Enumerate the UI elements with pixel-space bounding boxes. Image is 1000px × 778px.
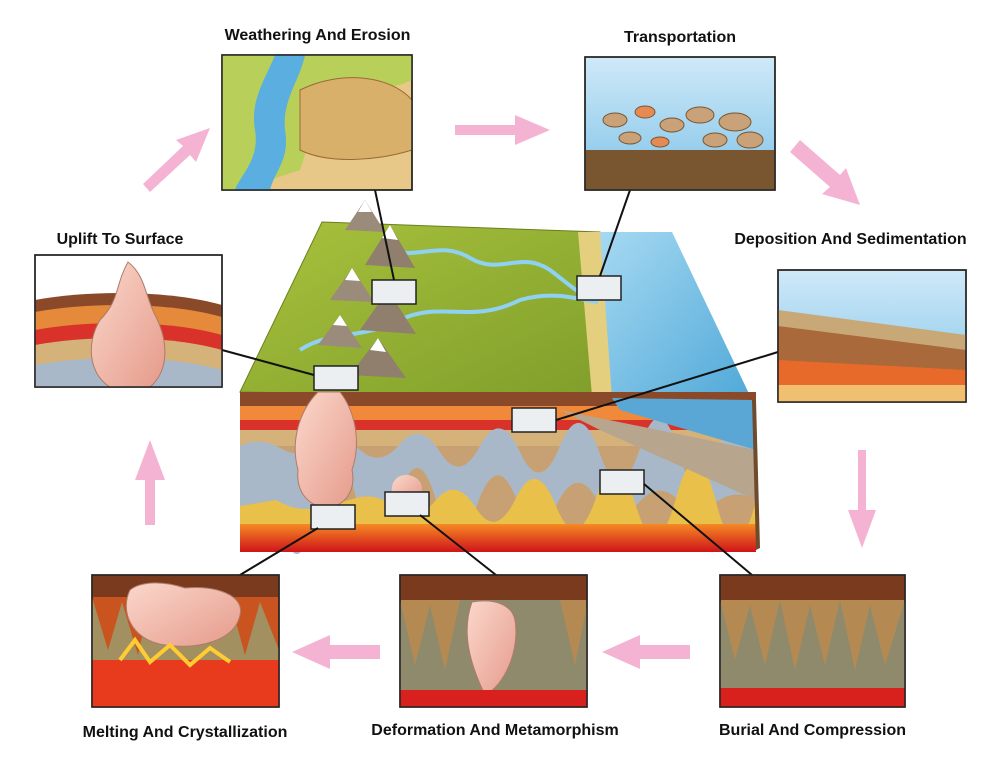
yellow-wavy-layer	[240, 461, 756, 541]
arrow-burial-to-deformation	[602, 635, 690, 669]
arrow-transport-to-deposition	[790, 140, 860, 205]
label-weathering: Weathering And Erosion	[224, 27, 411, 44]
sediment-wedge	[560, 410, 756, 500]
block-side	[752, 400, 760, 550]
cycle-arrows	[135, 115, 876, 669]
land-surface	[239, 221, 613, 399]
panel-uplift	[34, 254, 223, 388]
mountains	[318, 200, 416, 378]
label-burial: Burial And Compression	[719, 722, 906, 739]
panel-deposition	[777, 269, 967, 403]
marker-transportation	[576, 275, 622, 301]
panel-transportation	[584, 56, 776, 191]
label-deformation: Deformation And Metamorphism	[371, 722, 619, 739]
connector-melting	[239, 527, 319, 576]
arrow-deformation-to-melting	[292, 635, 380, 669]
panel-melting	[91, 574, 280, 708]
marker-melting	[310, 504, 356, 530]
connector-uplift	[221, 349, 315, 376]
connector-deposition	[555, 351, 779, 421]
marker-deposition	[511, 407, 557, 433]
marker-weathering	[371, 279, 417, 305]
connector-lines	[221, 189, 779, 576]
central-block-diagram	[239, 200, 760, 555]
marker-burial	[599, 469, 645, 495]
arrow-melting-to-uplift	[135, 440, 165, 525]
marker-boxes	[310, 275, 645, 530]
sea-surface	[600, 232, 752, 400]
label-deposition: Deposition And Sedimentation	[734, 231, 967, 248]
panel-burial	[719, 574, 906, 708]
red-layer	[240, 420, 756, 430]
connector-deformation	[419, 514, 497, 576]
connector-transportation	[599, 189, 631, 277]
arrow-uplift-to-weathering	[143, 128, 210, 192]
marker-uplift	[313, 365, 359, 391]
arrow-weathering-to-transport	[455, 115, 550, 145]
marker-deformation	[384, 491, 430, 517]
connector-weathering	[374, 189, 395, 281]
sea-cross-section	[612, 398, 756, 450]
arrow-deposition-to-burial	[848, 450, 876, 548]
panel-weathering	[221, 54, 413, 191]
label-melting: Melting And Crystallization	[82, 724, 288, 741]
label-uplift: Uplift To Surface	[56, 231, 184, 248]
label-transportation: Transportation	[623, 29, 736, 46]
panel-deformation	[399, 574, 588, 708]
connector-burial	[643, 483, 753, 576]
river	[389, 248, 599, 302]
